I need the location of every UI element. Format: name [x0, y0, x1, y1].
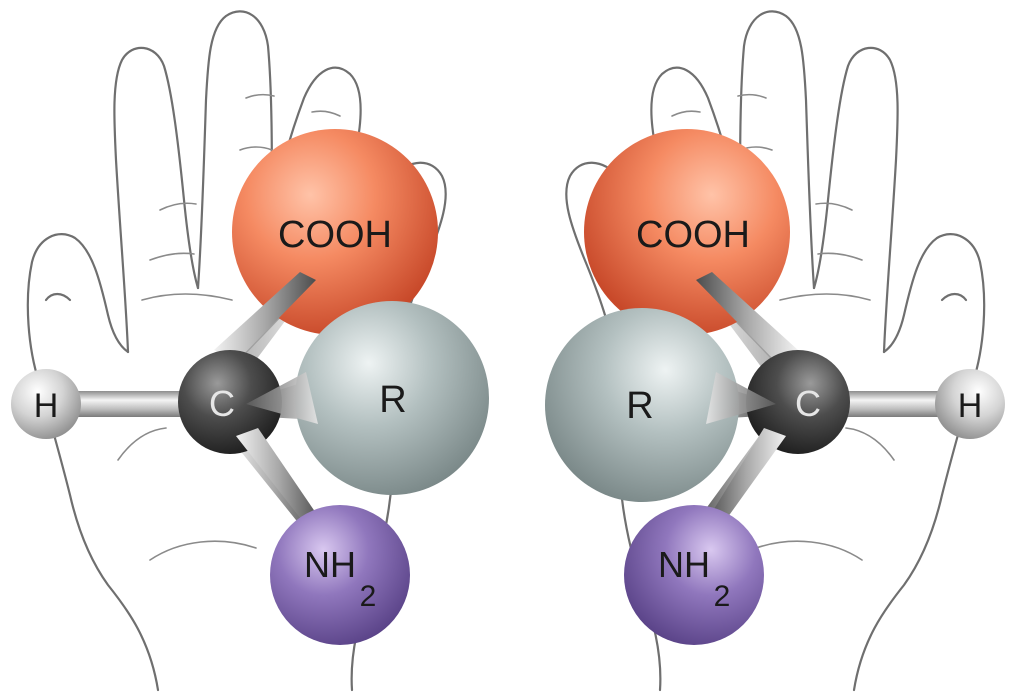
- right-nh-label: NH: [658, 544, 710, 585]
- left-h-label: H: [34, 387, 59, 425]
- right-c-atom: [746, 350, 850, 454]
- right-r-label: R: [626, 385, 653, 427]
- left-cooh-atom: [232, 129, 438, 335]
- left-r-atom: [295, 301, 489, 495]
- right-molecule-shapes: [545, 10, 1005, 692]
- left-nh-subscript: 2: [360, 580, 377, 613]
- right-nh-subscript: 2: [714, 580, 731, 613]
- right-r-atom: [545, 308, 739, 502]
- left-c-atom: [178, 350, 282, 454]
- right-cooh-label: COOH: [636, 214, 750, 256]
- left-nh-label: NH: [304, 544, 356, 585]
- right-h-atom: [935, 369, 1005, 439]
- right-cooh-atom: [584, 129, 790, 335]
- left-r-label: R: [379, 379, 406, 421]
- left-h-atom: [11, 369, 81, 439]
- right-nh2-atom: [624, 505, 764, 645]
- right-molecule-labels: COOH R C H NH 2: [626, 214, 982, 613]
- left-nh2-atom: [270, 505, 410, 645]
- left-c-label: C: [209, 383, 235, 424]
- right-c-label: C: [795, 383, 821, 424]
- left-cooh-label: COOH: [278, 214, 392, 256]
- right-h-label: H: [958, 387, 983, 425]
- left-molecule: COOH R H C NH 2: [11, 10, 489, 692]
